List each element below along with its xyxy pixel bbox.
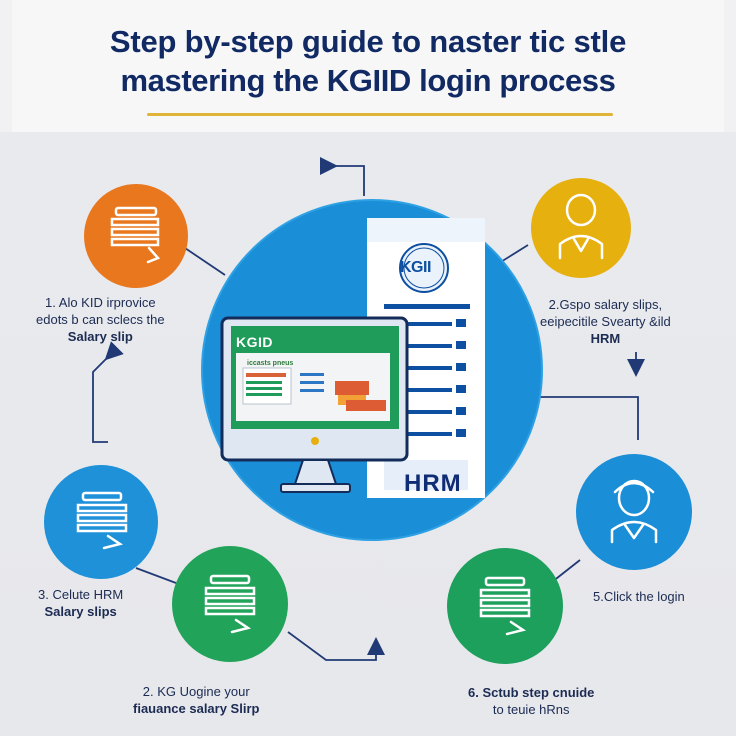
step-1-line-3: Salary slip	[67, 329, 133, 344]
step-circle-5	[576, 454, 692, 570]
step-4-label: 2. KG Uogine your fiauance salary Slirp	[133, 683, 259, 717]
step-4-line-2: fiauance salary Slirp	[133, 701, 260, 716]
step-circle-4	[172, 546, 288, 662]
step-1-line-1: 1. Alo KID irprovice	[45, 295, 156, 310]
step-1-label: 1. Alo KID irprovice edots b can sclecs …	[36, 294, 165, 345]
connector-right	[540, 396, 639, 440]
central-circle-highlight	[201, 199, 543, 541]
step-3-line-2: Salary slips	[44, 604, 117, 619]
step-6-line-2: to teuie hRns	[492, 702, 570, 717]
title-underline	[147, 113, 613, 116]
step-circle-1	[84, 184, 188, 288]
header-panel: Step by-step guide to naster tic stle ma…	[12, 0, 724, 132]
step-2-line-2: eeipecitile Svearty &ild	[540, 314, 671, 329]
document-logo-circle	[399, 243, 449, 293]
window-caption: iccasts pneus	[247, 360, 294, 367]
connector-step4-to-step6	[287, 631, 385, 661]
page-title-line-1: Step by-step guide to naster tic stle	[109, 24, 627, 59]
connector-lines	[92, 157, 645, 661]
connector-step6-to-step5	[551, 559, 581, 583]
step-5-line-1: 5.Click the login	[593, 589, 685, 604]
step-4-line-1: 2. KG Uogine your	[142, 684, 250, 699]
step-3-line-1: 3. Celute HRM	[38, 587, 124, 602]
monitor-title: KGID	[236, 334, 273, 350]
step-2-line-3: HRM	[590, 331, 621, 346]
hrm-document-panel	[367, 218, 485, 498]
document-logo-text: KGII	[400, 259, 431, 276]
step-circle-3	[44, 465, 158, 579]
step-1-line-2: edots b can sclecs the	[36, 312, 165, 327]
step-2-line-1: 2.Gspo salary slips,	[548, 297, 663, 312]
connector-top	[320, 157, 365, 196]
connector-step3-to-step4	[135, 567, 177, 584]
step-3-label: 3. Celute HRM Salary slips	[38, 586, 123, 620]
monitor-illustration	[220, 316, 409, 493]
connector-left	[92, 341, 124, 443]
hrm-label: HRM	[404, 470, 462, 497]
step-6-line-1: 6. Sctub step cnuide	[468, 685, 595, 700]
step-circle-2	[531, 178, 631, 278]
connector-step1-to-center	[181, 245, 226, 276]
step-5-label: 5.Click the login	[593, 588, 685, 605]
step-2-label: 2.Gspo salary slips, eeipecitile Svearty…	[540, 296, 671, 347]
page-title-line-2: mastering the KGIID login process	[120, 63, 616, 98]
step-6-label: 6. Sctub step cnuide to teuie hRns	[468, 684, 594, 718]
step-circle-6	[447, 548, 563, 664]
